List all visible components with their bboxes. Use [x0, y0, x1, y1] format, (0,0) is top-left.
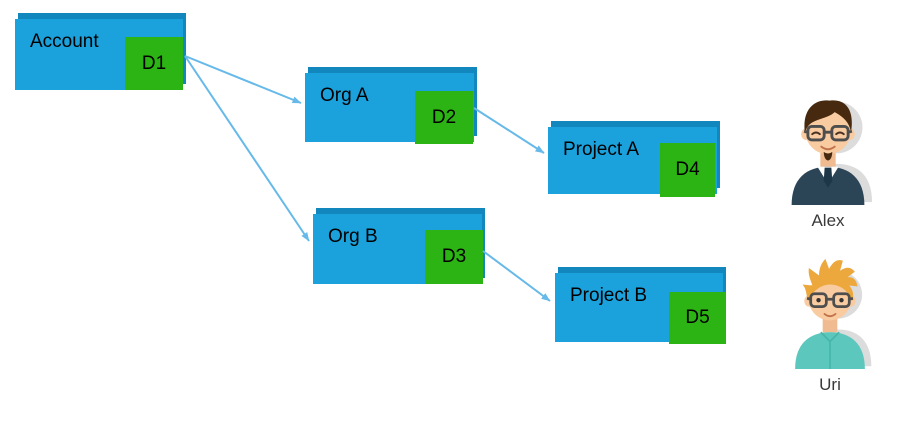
- edge-account-org-b: [184, 55, 310, 242]
- node-org-b-label: Org B: [328, 226, 378, 247]
- edge-org-b-project-b: [482, 250, 551, 302]
- avatar-uri-icon: [795, 258, 872, 369]
- badge-d1: D1: [125, 37, 183, 90]
- node-project-a-label: Project A: [563, 139, 640, 160]
- user-uri-name: Uri: [819, 375, 841, 394]
- user-alex-name: Alex: [811, 211, 845, 230]
- node-org-a-label: Org A: [320, 85, 369, 106]
- edge-org-a-project-a: [473, 107, 545, 154]
- node-account-label: Account: [30, 31, 99, 52]
- avatar-alex-icon: [791, 100, 873, 205]
- badge-d5: D5: [669, 292, 726, 344]
- user-uri: Uri: [784, 257, 876, 395]
- edge-account-org-a: [184, 55, 302, 104]
- node-project-b-label: Project B: [570, 285, 648, 306]
- user-alex: Alex: [780, 92, 876, 231]
- badge-d3: D3: [425, 230, 483, 284]
- badge-d4: D4: [660, 143, 715, 197]
- badge-d2: D2: [415, 91, 473, 144]
